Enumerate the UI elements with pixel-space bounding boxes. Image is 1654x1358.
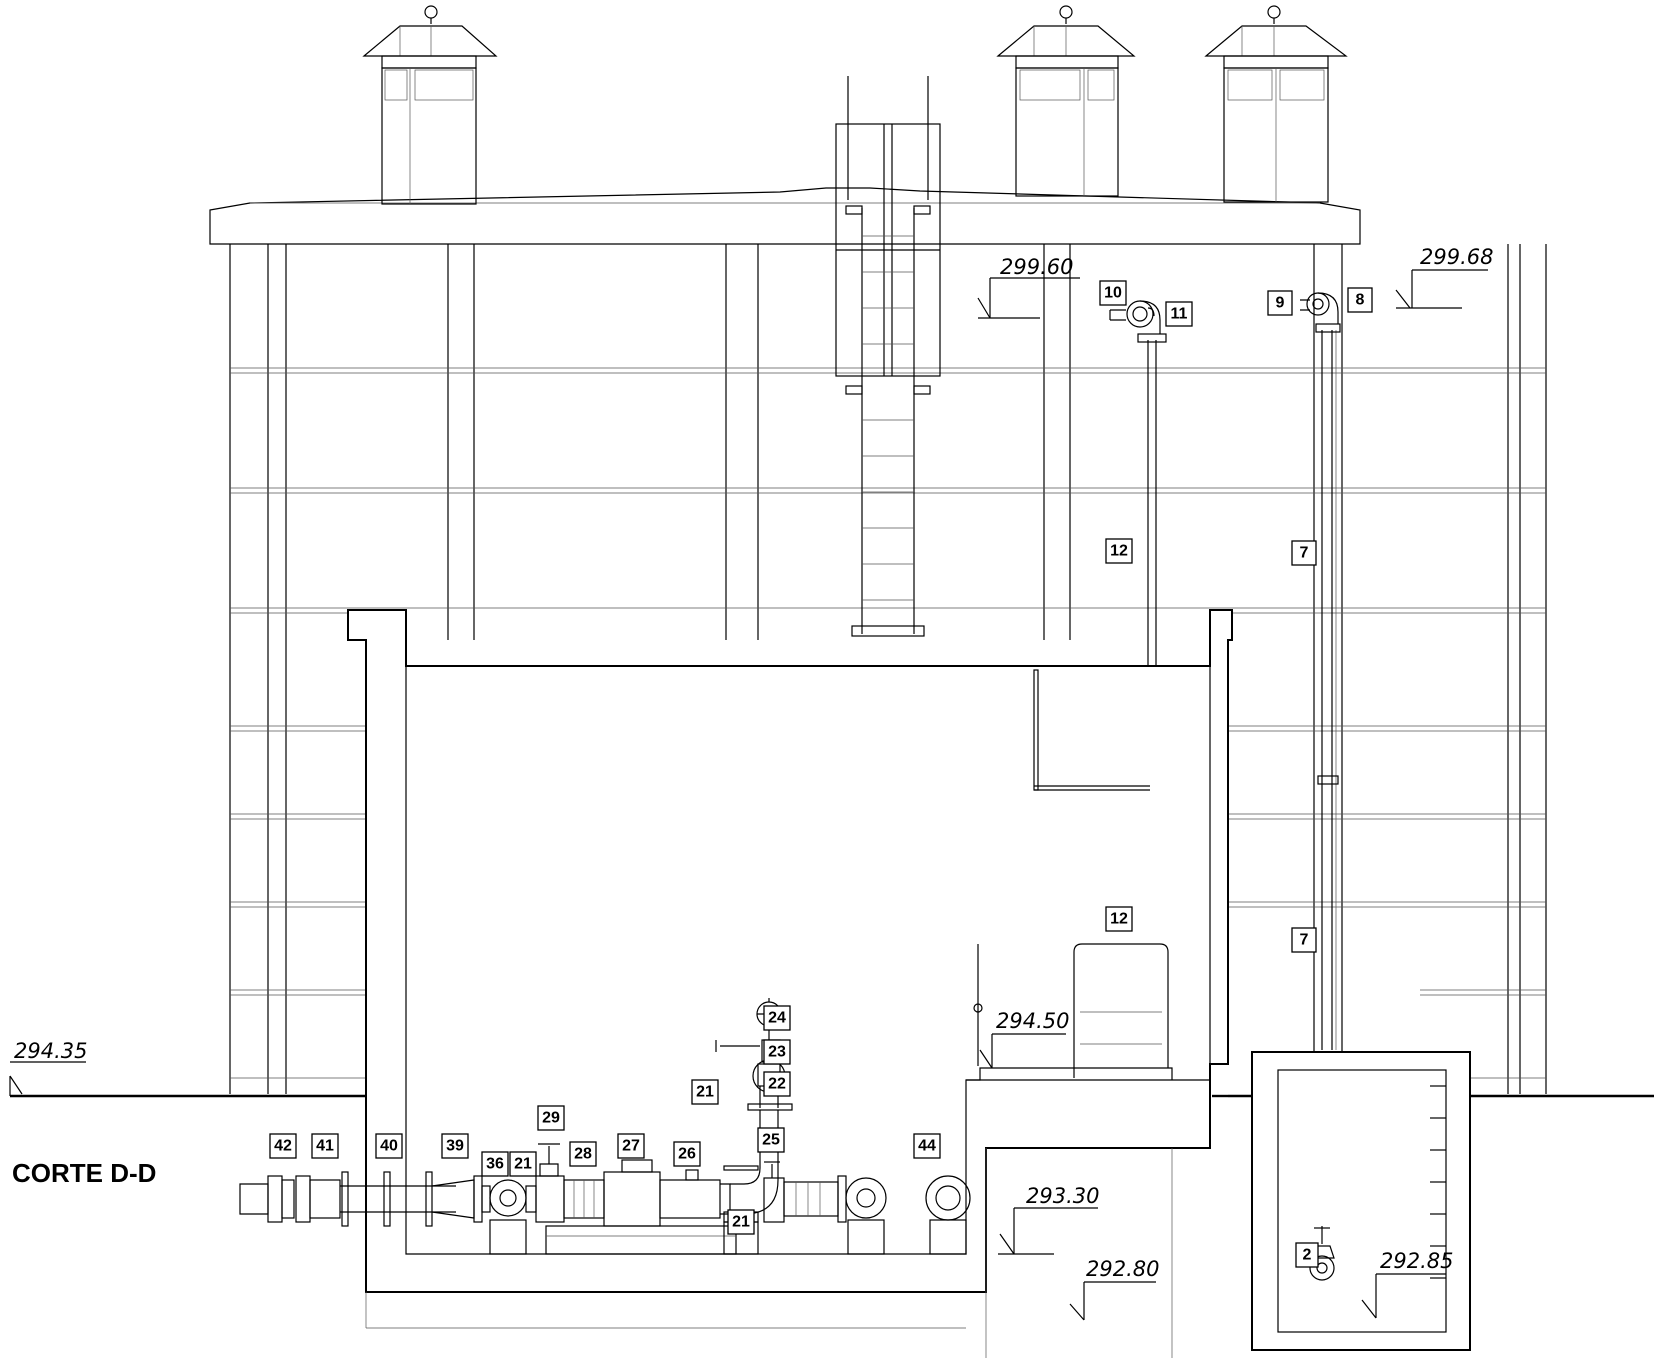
tag-42: 42 (269, 1133, 297, 1159)
level-label: 293.30 (1026, 1184, 1099, 1208)
tag-11: 11 (1165, 301, 1193, 327)
level-29935: 294.35 (9, 1039, 87, 1096)
tag-44: 44 (913, 1133, 941, 1159)
svg-text:39: 39 (446, 1138, 464, 1155)
tag-22: 22 (763, 1071, 791, 1097)
level-label: 299.60 (1000, 255, 1073, 279)
svg-text:11: 11 (1171, 306, 1188, 323)
water-tank (209, 187, 1547, 1094)
level-label: 292.80 (1086, 1257, 1159, 1281)
svg-text:27: 27 (622, 1138, 640, 1155)
level-29330: 293.30 (998, 1184, 1099, 1255)
discharge-line (763, 1161, 971, 1255)
tag-24: 24 (763, 1005, 791, 1031)
tank-ring-beams (230, 367, 1546, 1079)
section-title: CORTE D-D (12, 1158, 156, 1188)
svg-text:42: 42 (274, 1138, 292, 1155)
tag-25: 25 (757, 1127, 785, 1153)
item-tags: 10 11 9 8 12 7 12 7 24 23 22 21 29 25 42… (269, 280, 1373, 1268)
pump-house (347, 609, 1233, 1358)
svg-text:21: 21 (732, 1214, 750, 1231)
tank-columns (229, 244, 1547, 1094)
roof-ventilator-center (996, 5, 1136, 197)
svg-text:26: 26 (678, 1146, 696, 1163)
svg-text:41: 41 (316, 1138, 334, 1155)
svg-text:7: 7 (1300, 545, 1309, 562)
svg-text:40: 40 (380, 1138, 398, 1155)
svg-text:25: 25 (762, 1132, 780, 1149)
svg-text:23: 23 (768, 1044, 786, 1061)
svg-text:2: 2 (1303, 1247, 1312, 1264)
svg-text:8: 8 (1356, 292, 1365, 309)
svg-text:36: 36 (486, 1156, 504, 1173)
svg-text:22: 22 (768, 1076, 786, 1093)
tag-9: 9 (1267, 290, 1293, 316)
roof-ventilator-left (362, 5, 498, 205)
tag-39: 39 (441, 1133, 469, 1159)
suction-line (239, 1171, 537, 1255)
tag-21-mid: 21 (509, 1151, 537, 1177)
tag-10: 10 (1099, 280, 1127, 306)
level-29285: 292.85 (1361, 1249, 1453, 1319)
tag-8: 8 (1347, 287, 1373, 313)
tag-7-upper: 7 (1291, 540, 1317, 566)
access-ladder (835, 76, 941, 637)
tag-2: 2 (1295, 1242, 1319, 1268)
svg-text:29: 29 (542, 1110, 560, 1127)
tag-23: 23 (763, 1039, 791, 1065)
tag-29: 29 (537, 1105, 565, 1131)
tag-26: 26 (673, 1141, 701, 1167)
svg-text:21: 21 (696, 1084, 714, 1101)
level-label: 294.50 (996, 1009, 1069, 1033)
tag-21-upper: 21 (691, 1079, 719, 1105)
svg-text:21: 21 (514, 1156, 532, 1173)
level-label: 299.68 (1420, 245, 1493, 269)
tag-12-lower: 12 (1105, 906, 1133, 932)
tag-28: 28 (569, 1141, 597, 1167)
tag-21-lower: 21 (727, 1209, 755, 1235)
pipe-7 (1300, 292, 1341, 1050)
tag-36: 36 (481, 1151, 509, 1177)
tag-12-upper: 12 (1105, 538, 1133, 564)
tag-7-lower: 7 (1291, 927, 1317, 953)
svg-text:10: 10 (1104, 285, 1122, 302)
valve-chamber (1251, 1051, 1471, 1351)
svg-text:24: 24 (768, 1010, 786, 1027)
tag-27: 27 (617, 1133, 645, 1159)
tag-40: 40 (375, 1133, 403, 1159)
svg-text:7: 7 (1300, 932, 1309, 949)
svg-text:44: 44 (918, 1138, 936, 1155)
tag-41: 41 (311, 1133, 339, 1159)
svg-text:12: 12 (1110, 543, 1128, 560)
level-29450: 294.50 (979, 1009, 1069, 1069)
svg-text:28: 28 (574, 1146, 592, 1163)
level-label: 292.85 (1380, 1249, 1453, 1273)
level-29280: 292.80 (1069, 1257, 1159, 1321)
valve-2 (1309, 1226, 1335, 1281)
svg-text:12: 12 (1110, 911, 1128, 928)
svg-text:9: 9 (1276, 295, 1285, 312)
level-29960: 299.60 (977, 255, 1080, 319)
roof-ventilator-right (1204, 5, 1348, 203)
level-label: 294.35 (14, 1039, 87, 1063)
level-29968: 299.68 (1395, 245, 1493, 309)
